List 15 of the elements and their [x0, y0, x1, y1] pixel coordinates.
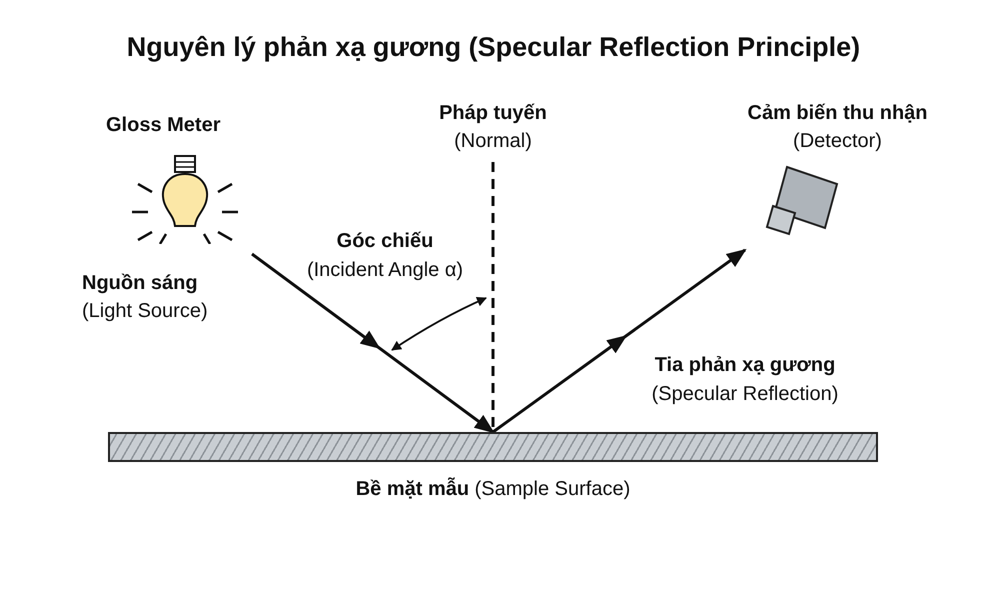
light-source-label: (Light Source) — [82, 300, 208, 323]
angle-label: Góc chiếu — [336, 230, 434, 253]
reflection-label: (Specular Reflection) — [650, 383, 840, 406]
reflected-ray-arrow — [492, 248, 746, 434]
angle-label: (Incident Angle α) — [306, 259, 464, 282]
instrument-title: Gloss Meter — [106, 114, 220, 137]
diagram-title: Nguyên lý phản xạ gương (Specular Reflection Principle) — [126, 32, 862, 63]
normal-label: Pháp tuyến — [438, 102, 548, 125]
detector-label: Cảm biến thu nhận — [746, 102, 928, 125]
incident-ray-arrow — [251, 252, 494, 434]
surface-label: Bề mặt mẫu (Sample Surface) — [354, 478, 632, 501]
light-source-label: Nguồn sáng — [82, 272, 198, 295]
normal-label: (Normal) — [453, 130, 533, 153]
detector-label: (Detector) — [792, 130, 883, 153]
reflection-label: Tia phản xạ gương — [654, 354, 836, 377]
